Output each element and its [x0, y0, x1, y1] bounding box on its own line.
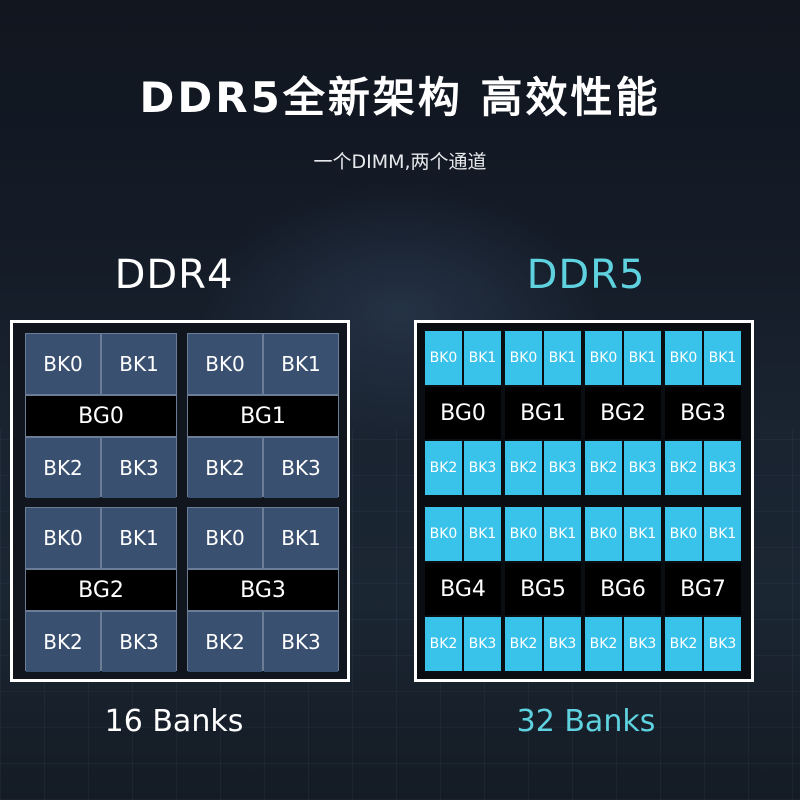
- ddr5-bank: BK1: [544, 507, 581, 561]
- ddr4-bank-group-label: BG3: [188, 570, 338, 610]
- ddr4-bank: BK3: [102, 438, 176, 498]
- ddr5-bank: BK1: [624, 331, 661, 385]
- ddr5-label: DDR5: [526, 252, 646, 298]
- ddr5-bank: BK0: [585, 331, 622, 385]
- ddr4-bank: BK2: [188, 612, 262, 672]
- ddr4-bank: BK3: [102, 612, 176, 672]
- ddr5-bank: BK2: [505, 617, 542, 671]
- ddr5-bank: BK2: [425, 441, 462, 495]
- ddr5-bank: BK1: [704, 331, 741, 385]
- ddr4-bank: BK0: [188, 334, 262, 394]
- ddr5-bank: BK1: [464, 331, 501, 385]
- ddr5-bank: BK1: [704, 507, 741, 561]
- ddr4-bank-group-label: BG2: [26, 570, 176, 610]
- ddr4-bank: BK2: [26, 612, 100, 672]
- ddr4-bank: BK0: [188, 508, 262, 568]
- ddr5-bank: BK3: [544, 617, 581, 671]
- ddr5-bank: BK2: [585, 617, 622, 671]
- ddr5-bank: BK3: [624, 617, 661, 671]
- ddr4-bank: BK2: [188, 438, 262, 498]
- ddr5-bank: BK2: [585, 441, 622, 495]
- ddr5-bank: BK3: [464, 617, 501, 671]
- ddr5-bank-group-label: BG2: [585, 387, 661, 439]
- ddr5-bank-group-label: BG4: [425, 563, 501, 615]
- ddr4-bank: BK0: [26, 508, 100, 568]
- ddr4-label: DDR4: [114, 252, 234, 298]
- ddr5-bank: BK1: [544, 331, 581, 385]
- ddr4-bank: BK0: [26, 334, 100, 394]
- ddr5-bank: BK1: [624, 507, 661, 561]
- ddr5-bank-group-label: BG5: [505, 563, 581, 615]
- ddr4-bank: BK1: [102, 334, 176, 394]
- ddr4-bank: BK3: [264, 612, 338, 672]
- ddr5-bank: BK3: [624, 441, 661, 495]
- ddr5-bank: BK0: [665, 331, 702, 385]
- ddr4-bank-count: 16 Banks: [104, 704, 244, 739]
- ddr4-bank: BK1: [102, 508, 176, 568]
- ddr4-bank: BK2: [26, 438, 100, 498]
- ddr5-bank: BK3: [464, 441, 501, 495]
- ddr5-bank-group-label: BG3: [665, 387, 741, 439]
- ddr5-bank: BK0: [425, 507, 462, 561]
- ddr4-bank-group-label: BG0: [26, 396, 176, 436]
- ddr4-bank: BK1: [264, 508, 338, 568]
- ddr5-bank: BK0: [585, 507, 622, 561]
- ddr4-bank-group-label: BG1: [188, 396, 338, 436]
- ddr5-bank: BK2: [665, 441, 702, 495]
- ddr5-bank: BK0: [425, 331, 462, 385]
- ddr5-bank-count: 32 Banks: [516, 704, 656, 739]
- ddr5-bank: BK2: [505, 441, 542, 495]
- ddr5-bank: BK0: [665, 507, 702, 561]
- ddr4-bank: BK3: [264, 438, 338, 498]
- ddr5-bank: BK2: [665, 617, 702, 671]
- page-subtitle: 一个DIMM,两个通道: [313, 151, 487, 173]
- ddr5-bank-group-label: BG7: [665, 563, 741, 615]
- ddr5-bank: BK2: [425, 617, 462, 671]
- ddr5-bank-group-label: BG6: [585, 563, 661, 615]
- page-title: DDR5全新架构 高效性能: [139, 73, 661, 122]
- ddr4-bank: BK1: [264, 334, 338, 394]
- ddr5-bank: BK0: [505, 507, 542, 561]
- ddr5-bank: BK3: [544, 441, 581, 495]
- ddr5-bank-group-label: BG0: [425, 387, 501, 439]
- ddr5-bank: BK0: [505, 331, 542, 385]
- ddr5-bank: BK3: [704, 617, 741, 671]
- ddr5-bank-group-label: BG1: [505, 387, 581, 439]
- ddr5-bank: BK1: [464, 507, 501, 561]
- ddr5-bank: BK3: [704, 441, 741, 495]
